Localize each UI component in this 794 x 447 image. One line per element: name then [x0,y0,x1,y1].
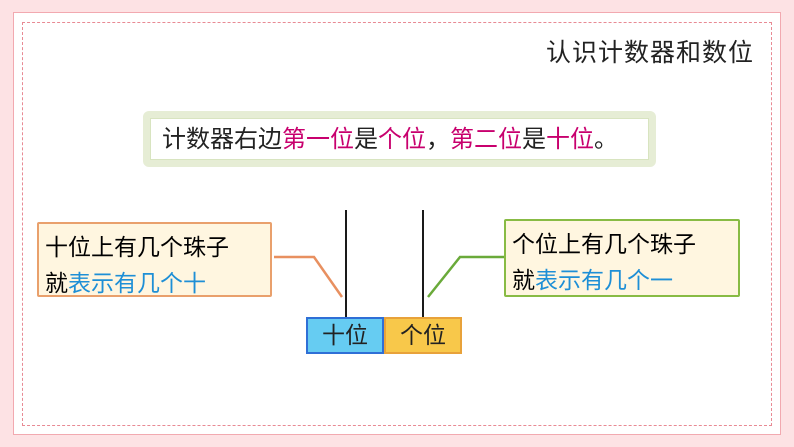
rule-highlight: 十位 [546,125,594,153]
rule-highlight: 个位 [378,125,426,153]
ones-rod [422,210,424,318]
tens-note-line1: 十位上有几个珠子 [45,235,229,261]
ones-note-line2: 就表示有几个一 [512,263,738,299]
tens-note-highlight: 表示有几个十 [68,271,206,297]
rule-text: 计数器右边 [162,125,282,153]
tens-place-label: 十位 [306,317,384,354]
ones-connector [427,255,504,298]
rule-text: 是 [354,125,378,153]
tens-note-prefix: 就 [45,271,68,297]
rule-statement: 计数器右边第一位是个位，第二位是十位。 [143,111,656,167]
rule-highlight: 第一位 [282,125,354,153]
tens-note-line2: 就表示有几个十 [45,266,270,302]
rule-text: ， [426,125,450,153]
page-title: 认识计数器和数位 [545,38,754,67]
ones-note-prefix: 就 [512,268,535,294]
rule-text: 。 [594,125,618,153]
rule-highlight: 第二位 [450,125,522,153]
rule-text: 是 [522,125,546,153]
ones-note: 个位上有几个珠子 就表示有几个一 [504,219,740,297]
dashed-frame [22,22,772,426]
ones-note-highlight: 表示有几个一 [535,268,673,294]
ones-note-line1: 个位上有几个珠子 [512,232,696,258]
ones-place-label: 个位 [384,317,462,354]
tens-note: 十位上有几个珠子 就表示有几个十 [37,222,272,297]
tens-rod [345,210,347,318]
tens-connector [274,255,344,298]
